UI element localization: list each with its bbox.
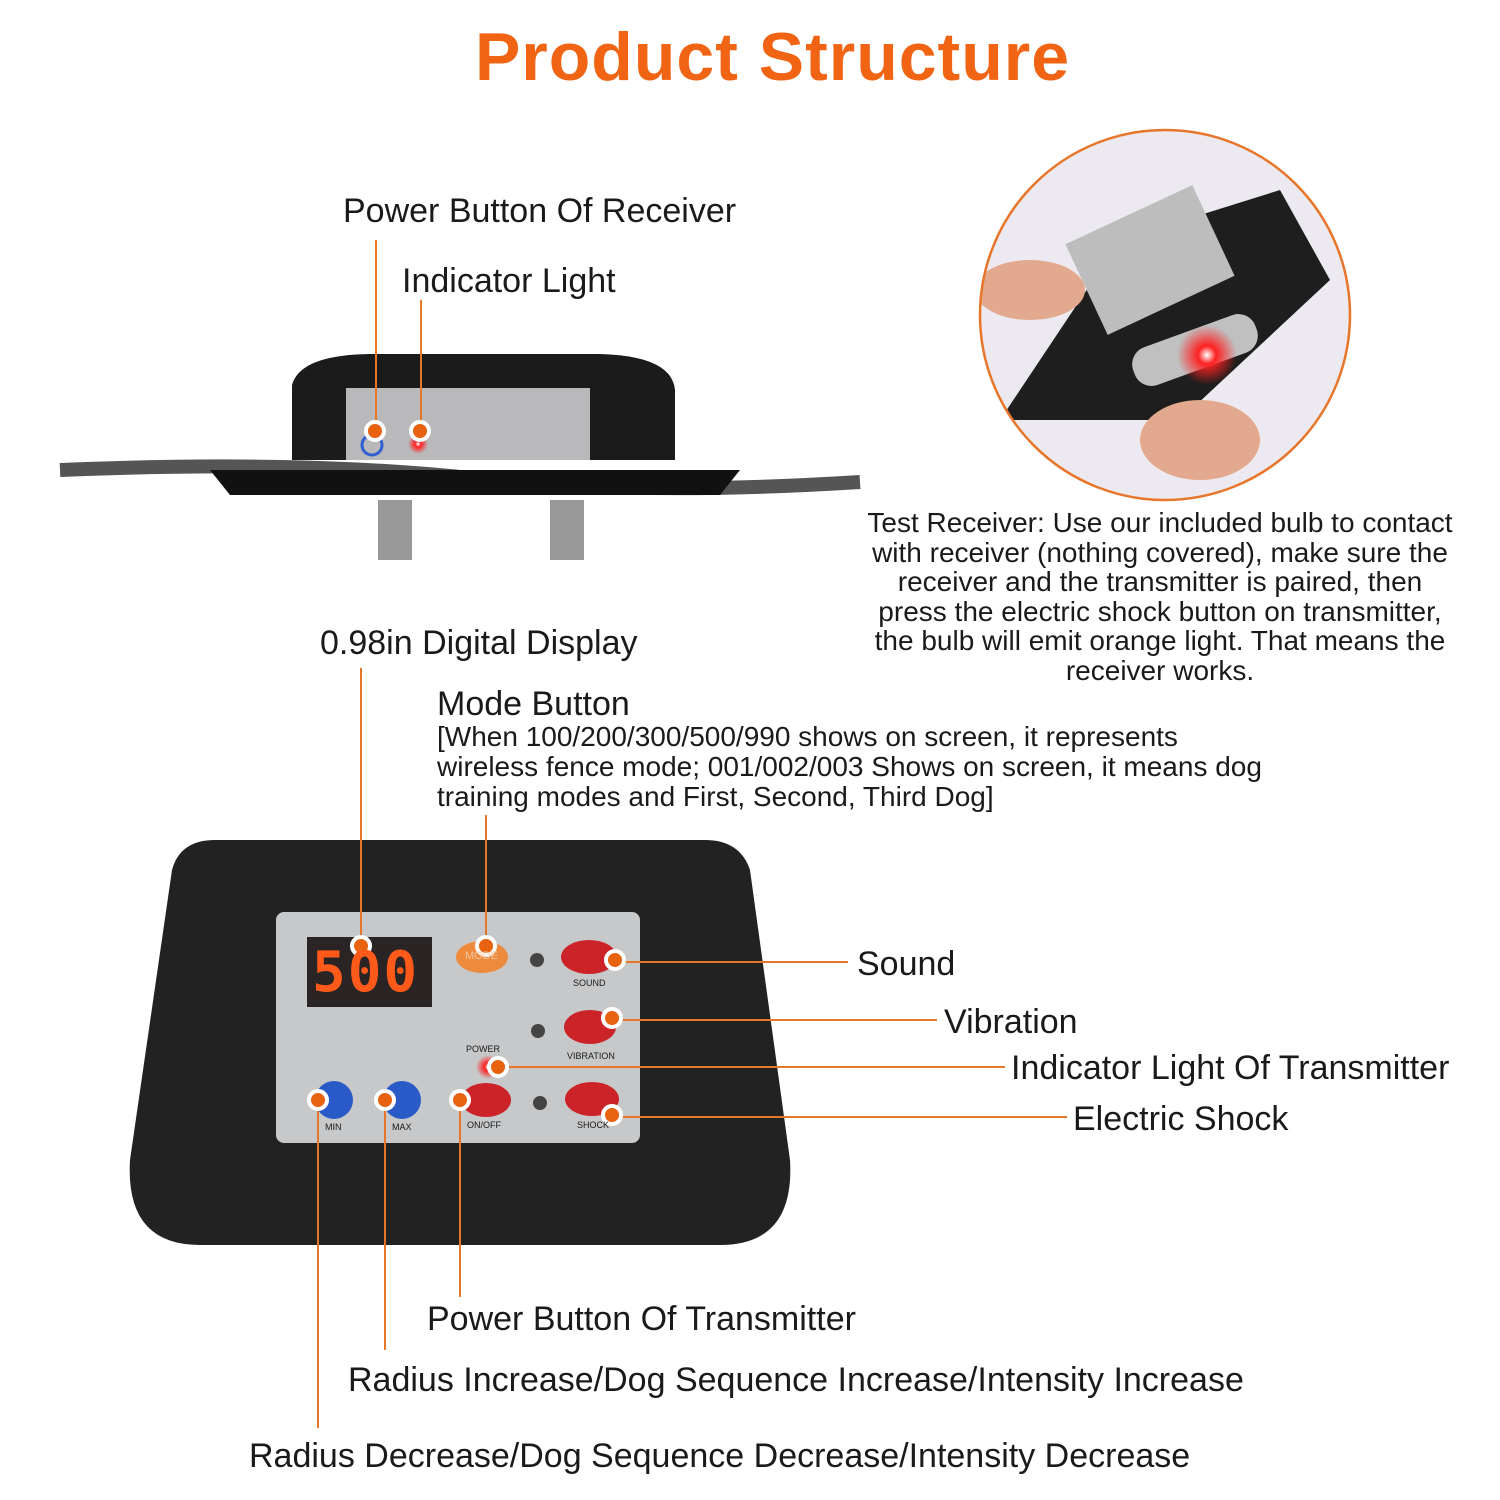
test-photo — [980, 130, 1350, 500]
sound-button-label: SOUND — [573, 978, 606, 988]
mode-description: [When 100/200/300/500/990 shows on scree… — [437, 721, 1262, 812]
mode-button-callout: Mode Button — [437, 685, 630, 723]
receiver-collar — [59, 354, 861, 560]
sound-label: Sound — [857, 945, 956, 983]
receiver-indicator-light-label: Indicator Light — [402, 262, 616, 300]
electric-shock-label: Electric Shock — [1073, 1100, 1289, 1138]
prong-right — [550, 500, 584, 560]
receiver-power-button-label: Power Button Of Receiver — [343, 192, 737, 230]
leader-lines — [317, 240, 1067, 1428]
callout-dots — [307, 420, 626, 1126]
min-button — [315, 1081, 353, 1119]
prong-left — [378, 500, 412, 560]
decrease-label: Radius Decrease/Dog Sequence Decrease/In… — [249, 1437, 1191, 1475]
transmitter-power-label: Power Button Of Transmitter — [427, 1300, 856, 1338]
page-title: Product Structure — [474, 19, 1071, 95]
shock-button-label: SHOCK — [577, 1120, 610, 1130]
vibration-label: Vibration — [944, 1003, 1078, 1041]
max-button — [383, 1081, 421, 1119]
digital-display-label: 0.98in Digital Display — [320, 624, 638, 662]
vibration-button-label: VIBRATION — [567, 1051, 615, 1061]
transmitter-indicator-label: Indicator Light Of Transmitter — [1011, 1049, 1450, 1087]
display-value: 500 — [312, 940, 420, 1005]
max-button-label: MAX — [392, 1122, 412, 1132]
onoff-button — [461, 1083, 511, 1117]
mode-button-label[interactable]: MODE — [465, 950, 498, 962]
min-button-label: MIN — [325, 1122, 342, 1132]
receiver-panel — [346, 388, 590, 460]
onoff-button-label: ON/OFF — [467, 1120, 501, 1130]
sound-button — [561, 940, 617, 974]
test-receiver-text: Test Receiver: Use our included bulb to … — [867, 507, 1453, 686]
increase-label: Radius Increase/Dog Sequence Increase/In… — [348, 1361, 1244, 1399]
power-indicator-label: POWER — [466, 1044, 501, 1054]
